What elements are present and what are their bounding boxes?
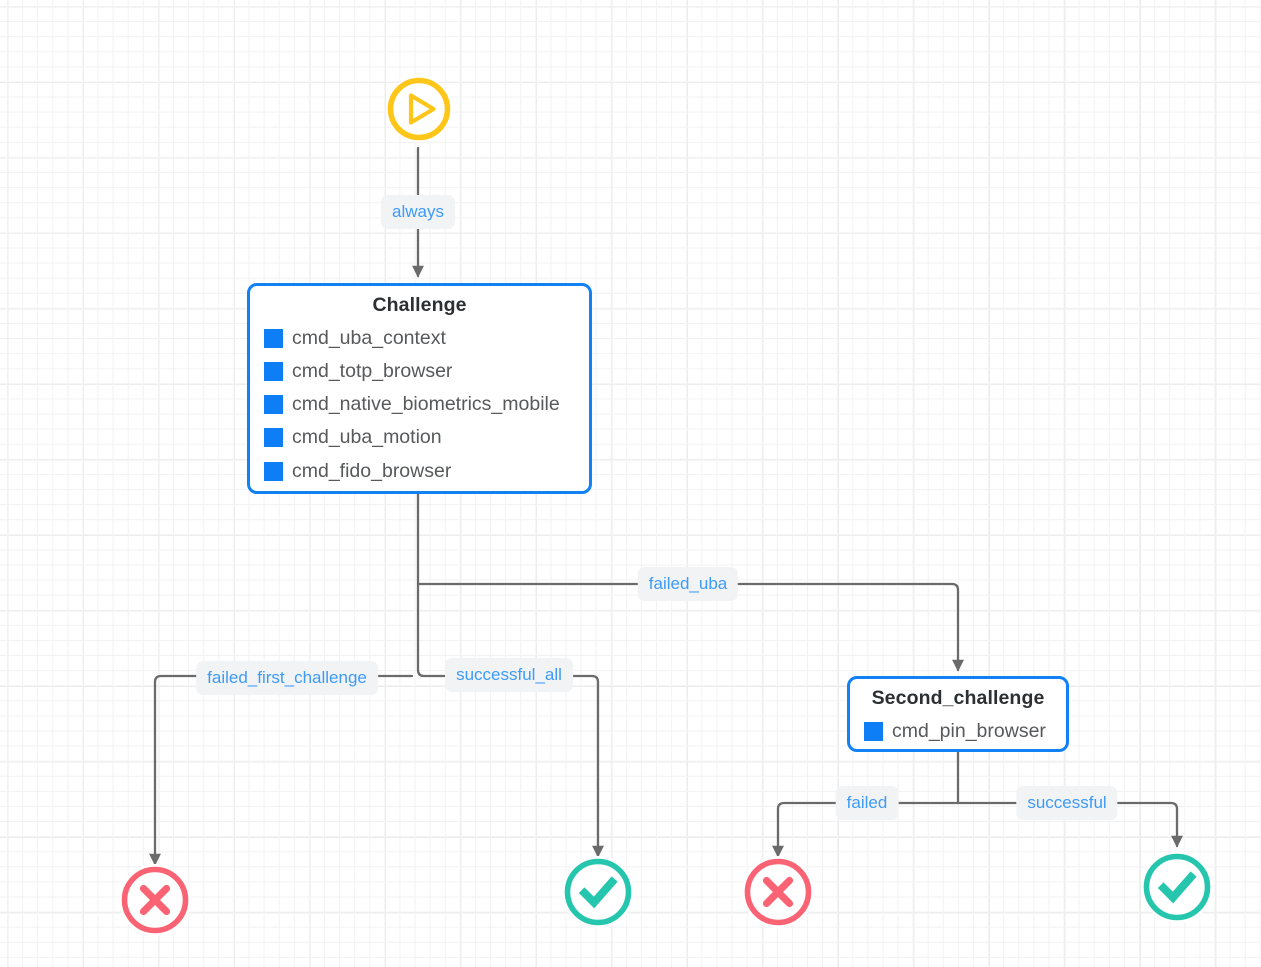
color-swatch-icon — [864, 722, 883, 742]
end-node-success-second[interactable] — [1141, 851, 1213, 923]
edge-label-always[interactable]: always — [381, 195, 455, 229]
node-challenge-title: Challenge — [372, 294, 467, 316]
node-challenge-item-4[interactable]: cmd_fido_browser — [264, 455, 575, 488]
node-second-challenge-title: Second_challenge — [871, 687, 1045, 709]
node-challenge-item-1[interactable]: cmd_totp_browser — [264, 355, 575, 388]
end-node-failure-second[interactable] — [742, 856, 814, 928]
node-second-challenge-item-label: cmd_pin_browser — [892, 720, 1046, 742]
edge-label-failed-uba[interactable]: failed_uba — [637, 567, 739, 601]
node-second-challenge[interactable]: Second_challenge cmd_pin_browser — [847, 676, 1069, 752]
node-challenge-item-label: cmd_totp_browser — [292, 360, 453, 383]
node-challenge-item-label: cmd_uba_context — [292, 327, 446, 349]
edge-successful-all — [422, 674, 604, 858]
node-challenge-item-label: cmd_fido_browser — [292, 459, 452, 482]
node-challenge[interactable]: Challenge cmd_uba_context cmd_totp_brows… — [247, 283, 592, 494]
edge-label-successful[interactable]: successful — [1016, 786, 1118, 820]
node-challenge-item-label: cmd_uba_motion — [292, 426, 442, 449]
node-challenge-item-label: cmd_native_biometrics_mobile — [292, 393, 560, 416]
color-swatch-icon — [264, 461, 283, 481]
x-circle-icon — [121, 866, 189, 934]
color-swatch-icon — [264, 395, 283, 415]
edge-label-failed[interactable]: failed — [835, 786, 899, 820]
node-challenge-item-0[interactable]: cmd_uba_context — [264, 322, 575, 355]
node-second-challenge-item-0[interactable]: cmd_pin_browser — [864, 715, 1052, 748]
x-circle-icon — [744, 858, 812, 926]
end-node-failure-first[interactable] — [119, 864, 191, 936]
edge-label-successful-all[interactable]: successful_all — [445, 658, 573, 692]
edge-challenge-trunk — [416, 492, 426, 678]
edge-label-failed-first-challenge[interactable]: failed_first_challenge — [196, 661, 378, 695]
color-swatch-icon — [264, 428, 283, 448]
edge-failed-first-challenge — [149, 674, 414, 866]
check-circle-icon — [1143, 853, 1211, 921]
node-challenge-item-2[interactable]: cmd_native_biometrics_mobile — [264, 388, 575, 421]
node-challenge-item-3[interactable]: cmd_uba_motion — [264, 421, 575, 454]
color-swatch-icon — [264, 329, 283, 349]
play-circle-icon — [387, 77, 451, 141]
color-swatch-icon — [264, 362, 283, 382]
start-node[interactable] — [386, 76, 452, 142]
end-node-success-all[interactable] — [562, 856, 634, 928]
check-circle-icon — [564, 858, 632, 926]
